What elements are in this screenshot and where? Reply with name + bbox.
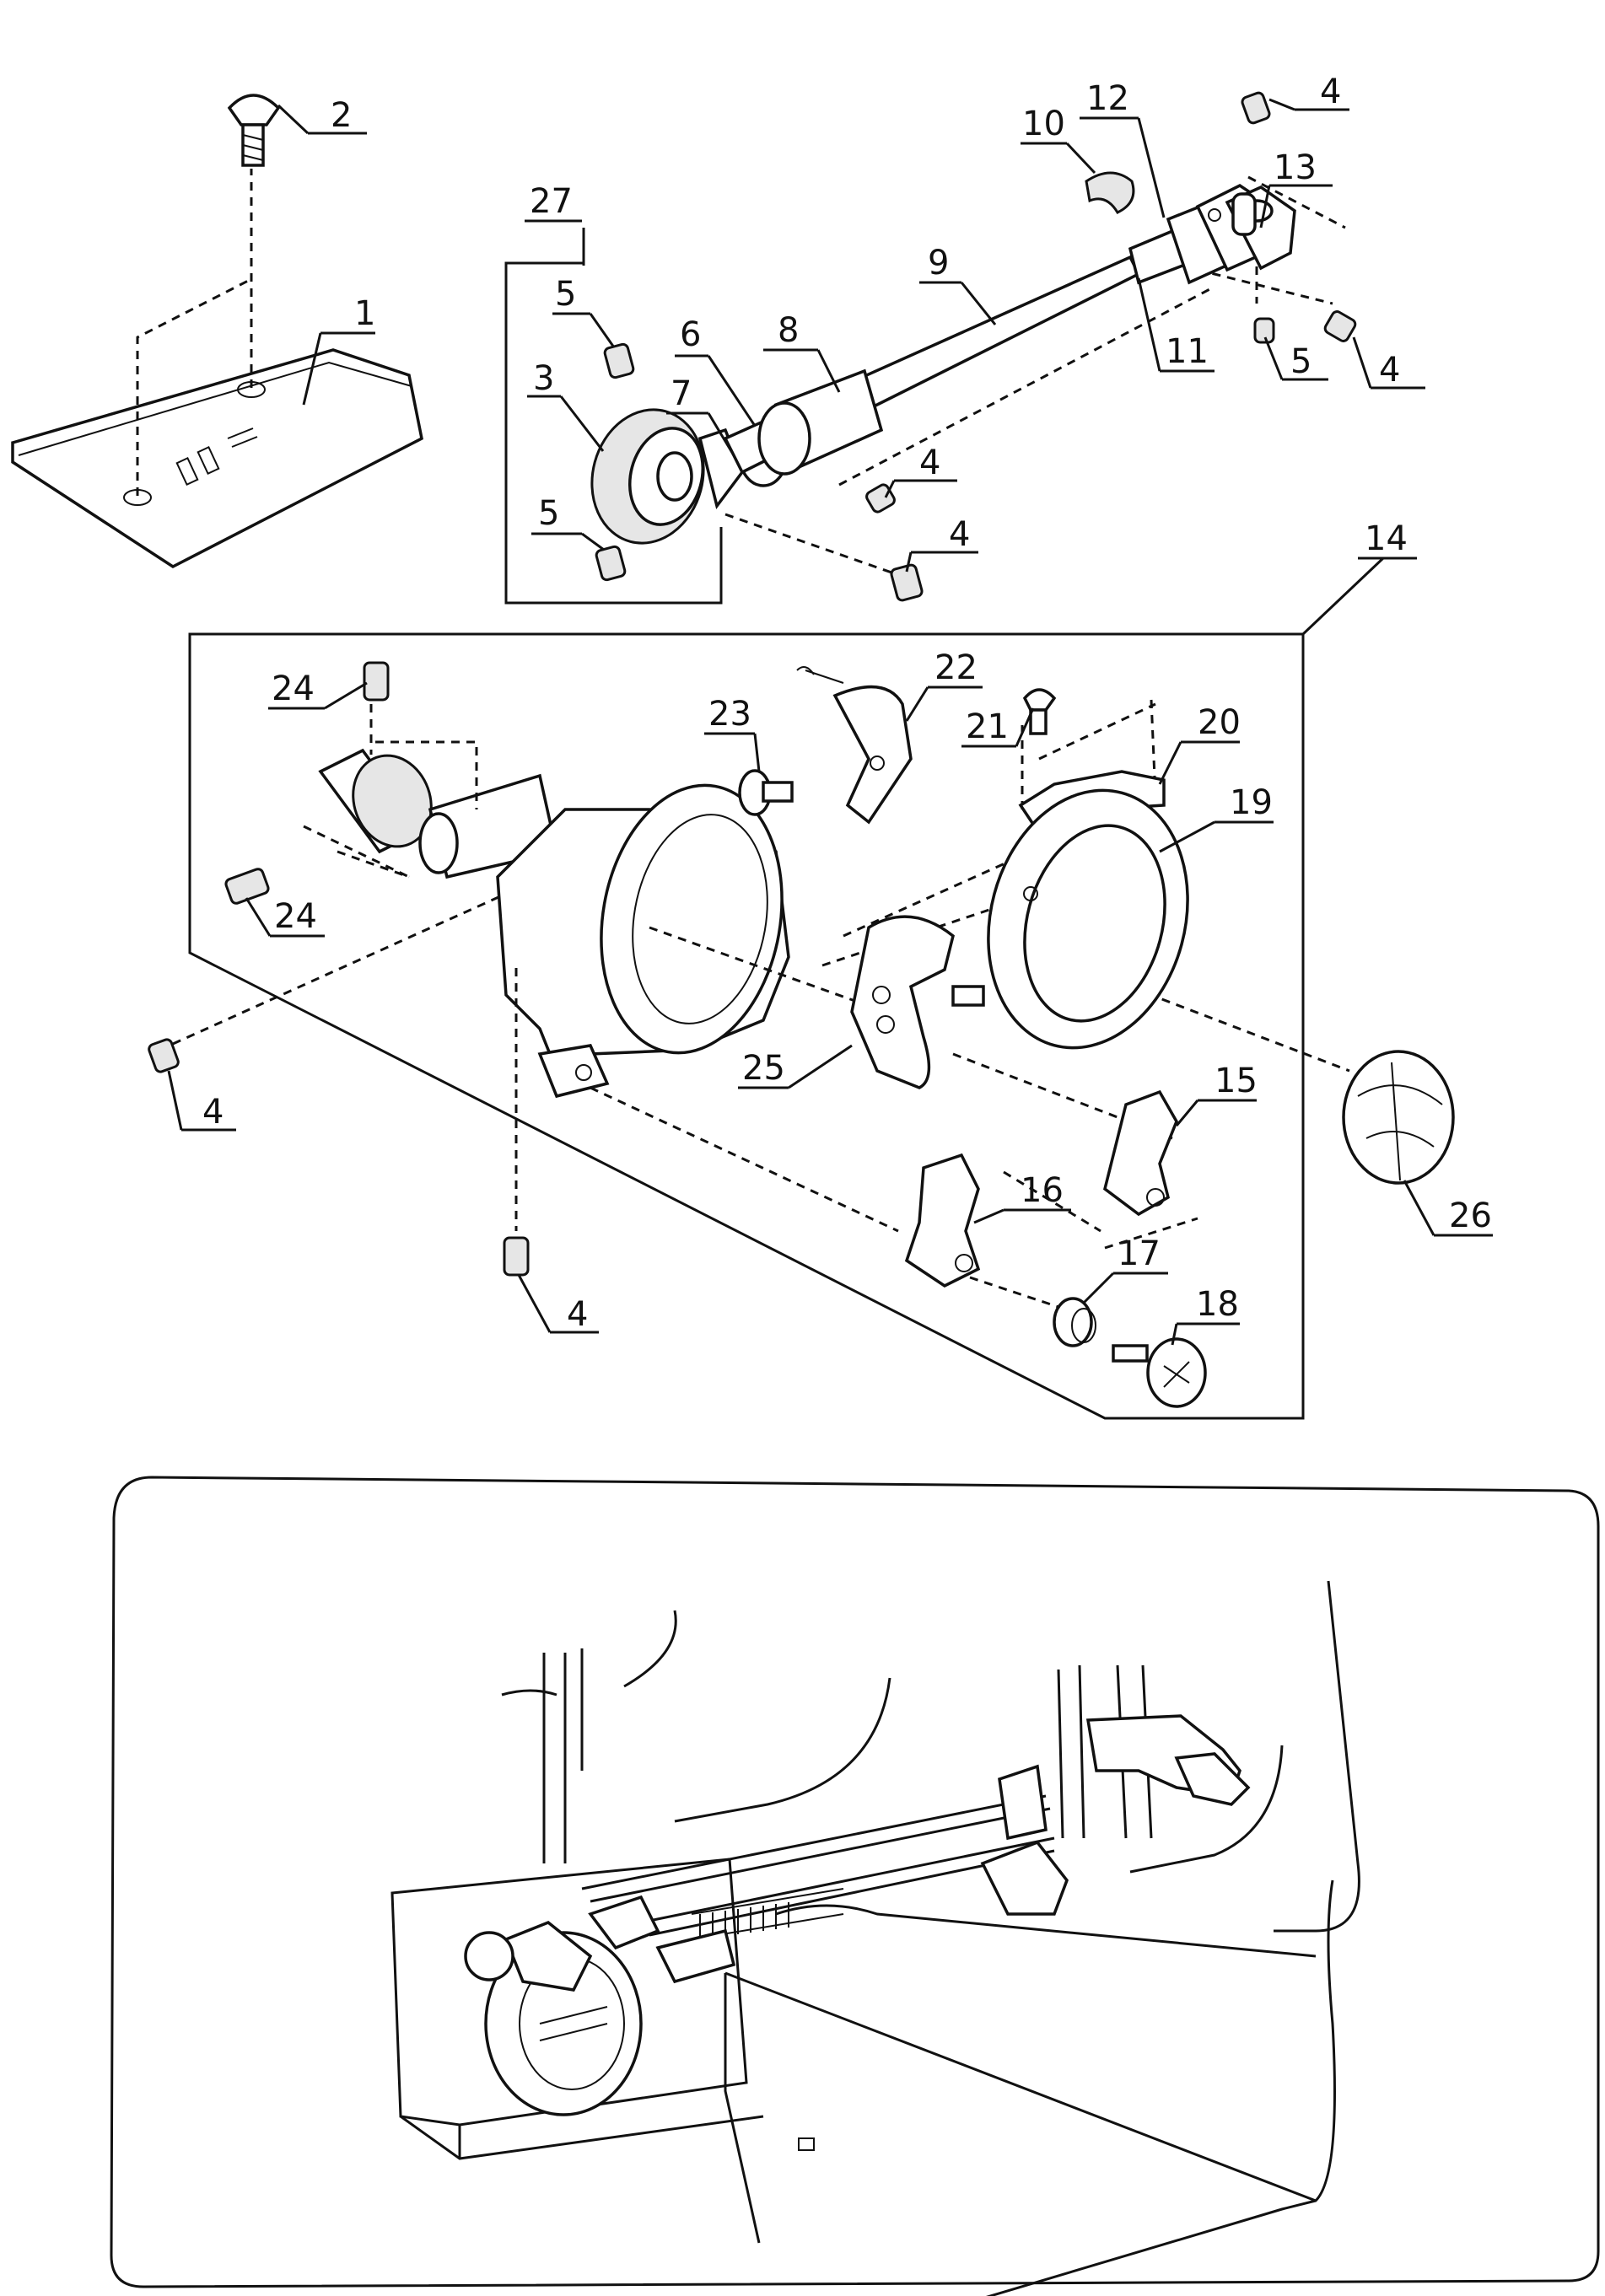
label-8: 8 xyxy=(778,311,799,350)
gear-27-assembly xyxy=(590,408,789,545)
label-4a: 4 xyxy=(1320,73,1341,111)
label-1: 1 xyxy=(354,294,375,333)
label-25: 25 xyxy=(742,1049,785,1088)
screw-21 xyxy=(1022,688,1057,735)
label-11: 11 xyxy=(1166,332,1209,371)
label-16: 16 xyxy=(1021,1171,1064,1210)
label-3: 3 xyxy=(533,359,554,398)
label-24a: 24 xyxy=(272,669,315,708)
race-ring-19 xyxy=(987,788,1189,1050)
label-24b: 24 xyxy=(274,897,317,936)
machine-inset xyxy=(110,1476,1600,2296)
hook-race-body xyxy=(496,783,790,1099)
label-4f: 4 xyxy=(567,1295,588,1334)
label-27: 27 xyxy=(530,182,573,221)
label-4b: 4 xyxy=(1379,351,1400,390)
label-15: 15 xyxy=(1215,1062,1258,1100)
label-4e: 4 xyxy=(202,1093,224,1132)
label-2: 2 xyxy=(331,96,352,135)
shaft-collar-block xyxy=(1166,183,1296,285)
label-5a: 5 xyxy=(555,275,576,314)
label-26: 26 xyxy=(1449,1196,1492,1235)
label-5b: 5 xyxy=(538,494,559,533)
label-10: 10 xyxy=(1022,105,1065,143)
label-4d: 4 xyxy=(949,515,970,554)
screw-2 xyxy=(227,94,281,167)
screw-18 xyxy=(1112,1337,1207,1408)
label-7: 7 xyxy=(671,374,692,413)
label-17: 17 xyxy=(1118,1234,1161,1273)
set-screw-5a xyxy=(603,342,635,379)
lever-16 xyxy=(904,1153,981,1288)
label-4c: 4 xyxy=(919,444,940,482)
lever-15 xyxy=(1103,1089,1178,1217)
label-14: 14 xyxy=(1365,519,1408,558)
latch-22 xyxy=(796,666,913,825)
label-5c: 5 xyxy=(1290,342,1311,381)
label-6: 6 xyxy=(680,315,701,354)
label-21: 21 xyxy=(966,707,1009,746)
screw-23 xyxy=(738,769,794,816)
hook-25 xyxy=(850,915,985,1089)
bobbin-case-26 xyxy=(1342,1050,1455,1185)
label-18: 18 xyxy=(1196,1285,1239,1324)
label-22: 22 xyxy=(934,648,978,687)
spring-17 xyxy=(1053,1297,1096,1347)
label-19: 19 xyxy=(1230,783,1273,822)
needle-plate xyxy=(11,348,423,569)
label-13: 13 xyxy=(1274,148,1317,187)
hook-driver-shaft xyxy=(318,748,559,879)
label-9: 9 xyxy=(928,244,949,282)
label-20: 20 xyxy=(1198,703,1241,742)
set-screws-24 xyxy=(224,661,390,905)
lower-shaft xyxy=(723,227,1192,476)
label-12: 12 xyxy=(1086,79,1129,118)
set-screw-5b xyxy=(595,545,627,582)
label-23: 23 xyxy=(708,695,751,734)
set-screws-shaft xyxy=(865,91,1357,602)
